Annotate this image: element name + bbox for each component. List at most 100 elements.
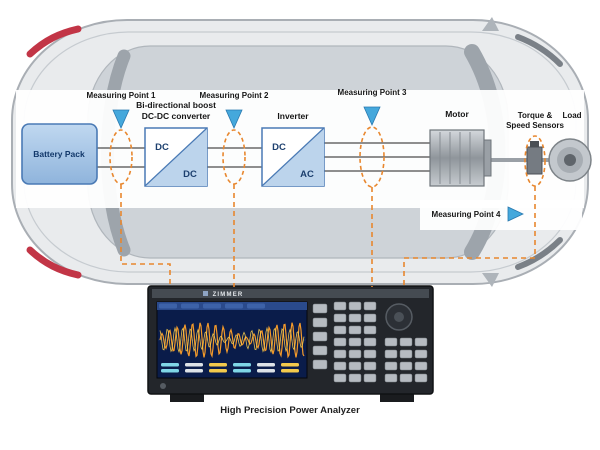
analyzer-caption: High Precision Power Analyzer <box>220 405 360 416</box>
converter-diagonal <box>144 127 208 187</box>
inverter-diagonal <box>261 127 325 187</box>
analyzer-button <box>333 337 347 347</box>
screen-waveform-trace-2 <box>159 326 305 354</box>
inverter <box>261 127 325 187</box>
analyzer-button <box>399 361 413 371</box>
analyzer-button <box>348 301 362 311</box>
analyzer-softkey-button <box>312 303 328 314</box>
screen-readout-value <box>185 369 203 373</box>
analyzer-button <box>363 373 377 383</box>
analyzer-button <box>348 349 362 359</box>
analyzer-softkey-button <box>312 331 328 342</box>
analyzer-softkey-button <box>312 359 328 370</box>
screen-readouts <box>159 303 299 373</box>
sensor-body <box>526 146 543 175</box>
mp3-ellipse <box>359 126 385 188</box>
analyzer-button <box>333 361 347 371</box>
rotary-knob-center <box>394 312 404 322</box>
load-unit <box>548 138 592 182</box>
analyzer-button <box>348 313 362 323</box>
sensor-head <box>530 141 539 147</box>
analyzer-button <box>384 373 398 383</box>
analyzer-button <box>333 301 347 311</box>
inverter-label: Inverter <box>277 111 309 121</box>
analyzer-softkey-button <box>312 345 328 356</box>
motor <box>429 129 492 187</box>
load-hub <box>564 154 576 166</box>
converter-label-line2: DC-DC converter <box>142 111 211 121</box>
powertrain-components <box>21 123 592 187</box>
motor-end-cap <box>483 139 492 177</box>
analyzer-button <box>363 361 377 371</box>
screen-readout-value <box>233 369 251 373</box>
mp3-marker-triangle <box>363 106 381 126</box>
sensors-label-line2: Speed Sensors <box>506 121 564 130</box>
analyzer-button <box>363 349 377 359</box>
analyzer-softkey-button <box>312 317 328 328</box>
inverter-ac-label: AC <box>300 169 314 180</box>
analyzer-keypad <box>312 301 428 383</box>
screen-menu-tab <box>181 303 199 309</box>
motor-body <box>429 129 485 187</box>
converter-dc-bottom-label: DC <box>183 169 197 180</box>
mp4-connection-line <box>403 186 536 287</box>
load-label: Load <box>562 111 581 120</box>
analyzer-button <box>333 313 347 323</box>
measuring-point-2-label: Measuring Point 2 <box>200 91 269 100</box>
screen-readout-value <box>161 363 179 367</box>
car-taillight-bottom <box>26 246 82 279</box>
analyzer-button <box>348 325 362 335</box>
screen-readout-value <box>161 369 179 373</box>
analyzer-button <box>384 337 398 347</box>
analyzer-foot-left <box>170 393 204 402</box>
screen-menu-tab <box>159 303 177 309</box>
analyzer-brand-label: ZIMMER <box>213 292 244 298</box>
inverter-dc-label: DC <box>272 142 286 153</box>
measuring-point-3-label: Measuring Point 3 <box>338 88 407 97</box>
screen-waveform-trace <box>159 322 305 359</box>
screen-readout-value <box>209 369 227 373</box>
analyzer-button <box>348 361 362 371</box>
battery-label: Battery Pack <box>33 149 85 159</box>
motor-label: Motor <box>445 109 469 119</box>
analyzer-button <box>399 373 413 383</box>
mp4-marker-triangle <box>507 206 524 222</box>
battery-pack <box>21 123 98 185</box>
car-mirror-bottom <box>482 273 499 287</box>
brand-logo-icon <box>203 291 208 296</box>
analyzer-knob <box>385 303 413 331</box>
measurement-connections <box>120 184 536 287</box>
analyzer-button <box>333 373 347 383</box>
analyzer-button <box>363 301 377 311</box>
analyzer-button <box>384 349 398 359</box>
analyzer-button <box>414 349 428 359</box>
converter-dc-top-label: DC <box>155 142 169 153</box>
screen-readout-value <box>281 369 299 373</box>
powertrain-wiring <box>97 142 549 172</box>
screen-menu-tab <box>203 303 221 309</box>
analyzer-button <box>414 361 428 371</box>
analyzer-button <box>363 313 377 323</box>
analyzer-button <box>414 373 428 383</box>
screen-menu-tab <box>225 303 243 309</box>
converter-label-line1: Bi-directional boost <box>136 100 216 110</box>
sensors-label-line1: Torque & <box>518 111 553 120</box>
analyzer-button <box>399 349 413 359</box>
screen-readout-value <box>281 363 299 367</box>
analyzer-foot-right <box>380 393 414 402</box>
measuring-point-1-label: Measuring Point 1 <box>87 91 156 100</box>
analyzer-top-strip <box>152 289 429 298</box>
analyzer-screen <box>156 301 308 379</box>
screen-readout-value <box>185 363 203 367</box>
car-headlight-bottom <box>515 237 563 270</box>
mp1-connection-line <box>120 184 171 287</box>
analyzer-button <box>384 361 398 371</box>
screen-readout-value <box>257 369 275 373</box>
measuring-point-4-label: Measuring Point 4 <box>432 210 501 219</box>
diagram-backdrop-mp4 <box>420 200 582 230</box>
analyzer-button <box>348 373 362 383</box>
screen-readout-value <box>257 363 275 367</box>
analyzer-button <box>363 325 377 335</box>
